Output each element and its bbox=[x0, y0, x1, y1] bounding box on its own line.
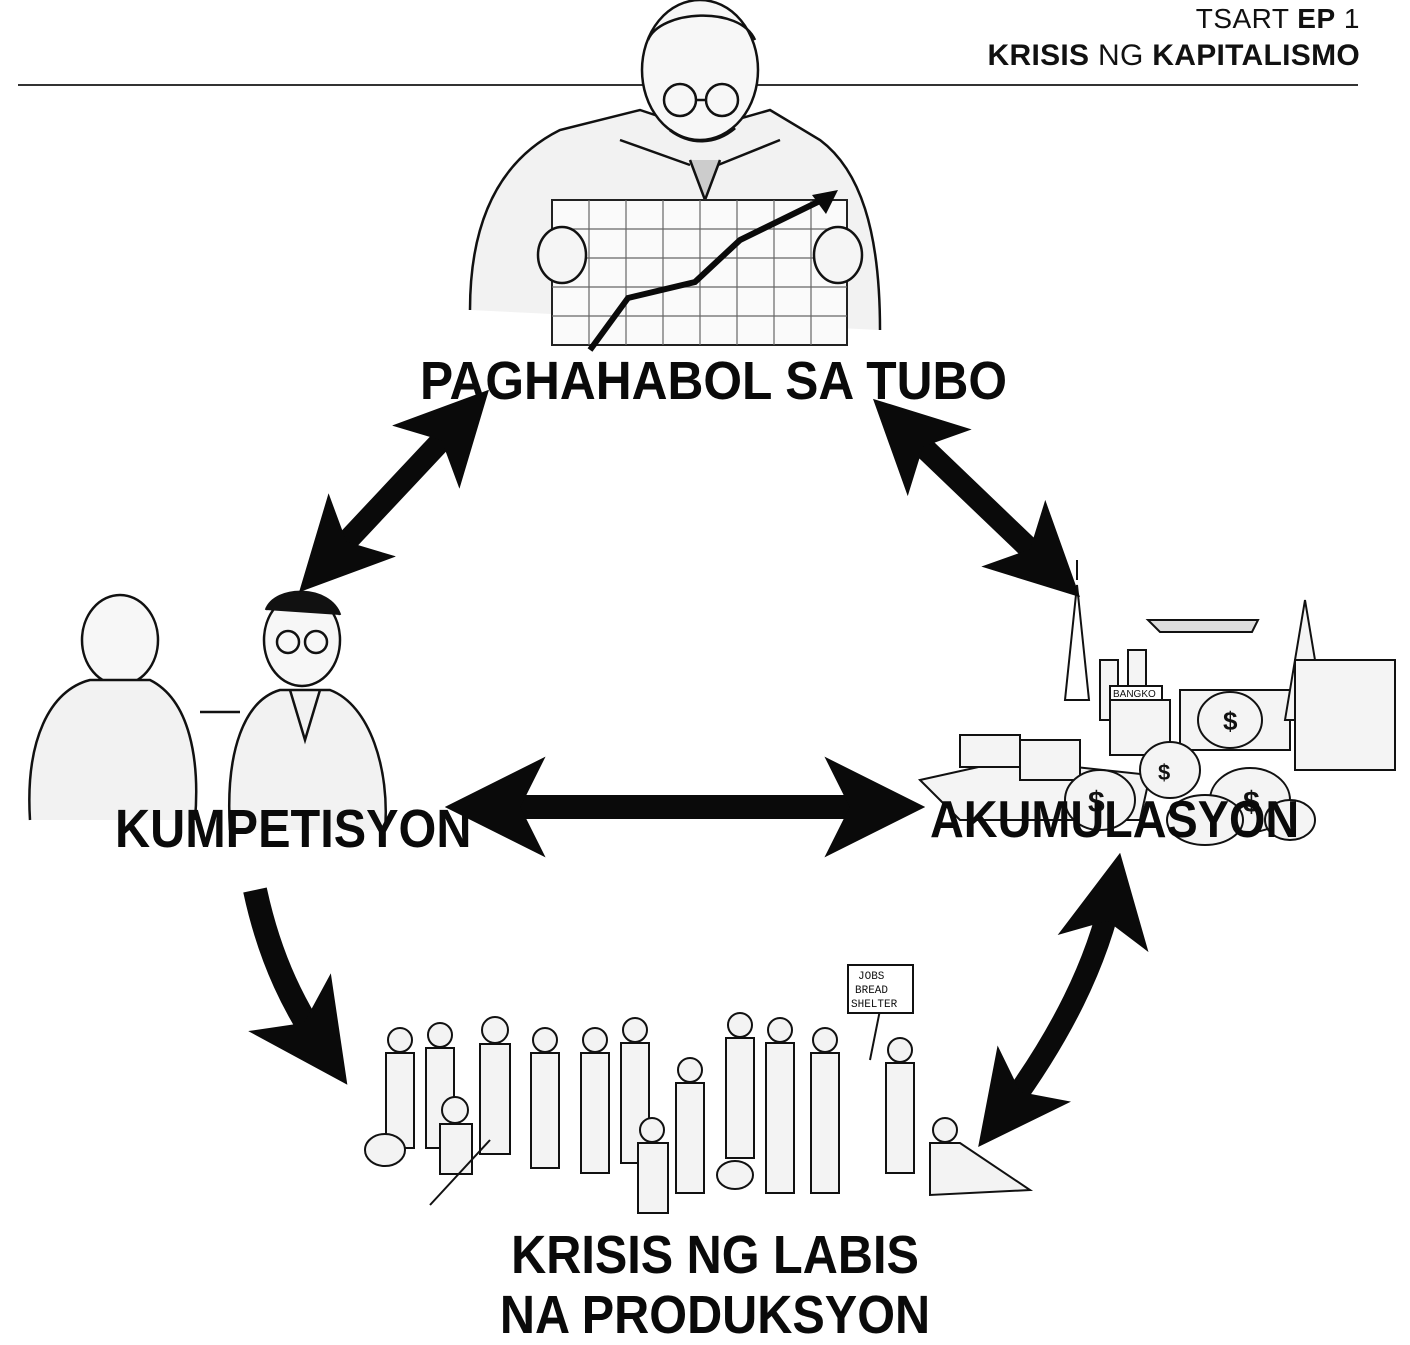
node-krisis-line1: KRISIS NG LABIS bbox=[511, 1225, 919, 1285]
money-symbol: $ bbox=[1088, 786, 1105, 819]
money-symbol: $ bbox=[1158, 760, 1170, 785]
chart-number-value: 1 bbox=[1343, 3, 1360, 34]
node-krisis-line2: NA PRODUKSYON bbox=[499, 1285, 931, 1345]
arrow-tubo-kumpetisyon bbox=[299, 389, 489, 593]
crowd-figure bbox=[439, 1096, 473, 1175]
node-akumulasyon: AKUMULASYON bbox=[930, 791, 1300, 849]
competitors-illustration bbox=[28, 590, 387, 831]
sack bbox=[716, 1160, 754, 1190]
title-word-kapitalismo: KAPITALISMO bbox=[1152, 39, 1360, 72]
crowd-figure bbox=[620, 1017, 650, 1164]
crowd-figure bbox=[725, 1012, 755, 1159]
chart-number: TSART EP 1 bbox=[988, 2, 1360, 36]
protest-sign-line: BREAD bbox=[855, 985, 888, 997]
protest-sign-line: JOBS bbox=[858, 971, 885, 983]
bank-sign: BANGKO bbox=[1113, 689, 1156, 700]
title-word-ng: NG bbox=[1098, 39, 1144, 72]
arrow-akumulasyon-krisis bbox=[978, 852, 1149, 1148]
chart-title: KRISIS NG KAPITALISMO bbox=[988, 36, 1360, 76]
crowd-figure bbox=[885, 1037, 915, 1174]
chart-header: TSART EP 1 KRISIS NG KAPITALISMO bbox=[988, 2, 1360, 76]
money-symbol: $ bbox=[1223, 706, 1238, 736]
title-word-krisis: KRISIS bbox=[987, 39, 1090, 72]
crowd-figure bbox=[385, 1027, 415, 1149]
crowd-figure bbox=[929, 1117, 1034, 1197]
profit-chart bbox=[536, 190, 864, 352]
protest-sign-line: SHELTER bbox=[851, 999, 898, 1011]
crowd-figure bbox=[580, 1027, 610, 1174]
crowd-figure bbox=[637, 1117, 669, 1214]
crowd-figure bbox=[675, 1057, 705, 1194]
sack bbox=[364, 1133, 406, 1167]
node-paghahabol-sa-tubo: PAGHAHABOL SA TUBO bbox=[420, 351, 1007, 411]
crowd-figure bbox=[530, 1027, 560, 1169]
protest-sign: JOBS BREAD SHELTER bbox=[851, 971, 898, 1011]
money-symbol: $ bbox=[1243, 786, 1260, 819]
node-kumpetisyon: KUMPETISYON bbox=[115, 799, 472, 859]
crowd-illustration bbox=[364, 964, 1034, 1214]
crowd-figure bbox=[810, 1027, 840, 1194]
crowd-figure bbox=[479, 1016, 511, 1155]
money-symbols: $ $ $ $ bbox=[1088, 706, 1260, 819]
tsart-label: TSART bbox=[1195, 3, 1289, 34]
arrow-tubo-akumulasyon bbox=[872, 398, 1081, 598]
city-illustration bbox=[918, 560, 1396, 846]
node-krisis-ng-labis-na-produksyon: KRISIS NG LABIS NA PRODUKSYON bbox=[481, 1225, 949, 1345]
arrow-kumpetisyon-krisis bbox=[243, 887, 348, 1085]
ep-label: EP bbox=[1297, 3, 1336, 34]
crowd-figure bbox=[765, 1017, 795, 1194]
